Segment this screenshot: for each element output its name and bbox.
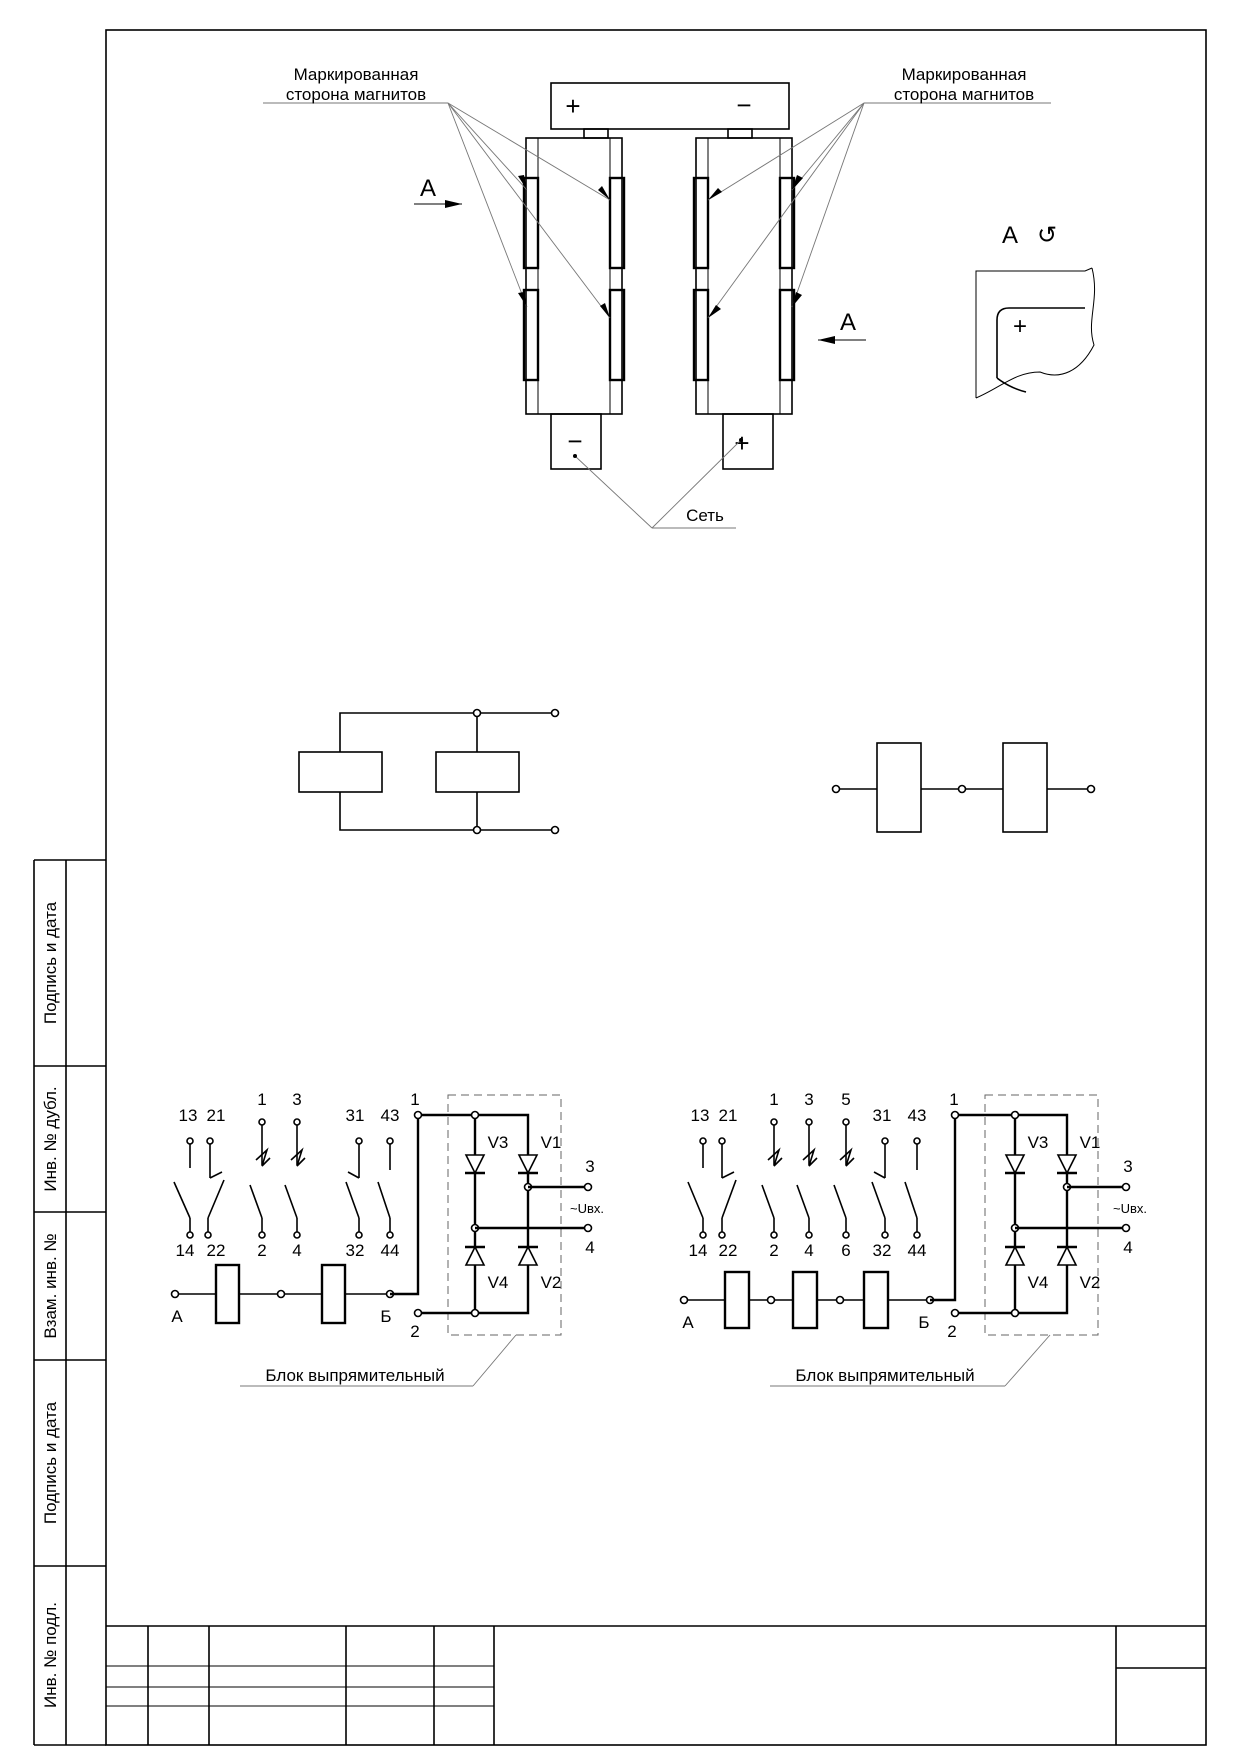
right-diode-v1: V1 [1080,1133,1101,1152]
right-contact-bottom-6: 6 [841,1241,850,1260]
view-a-detail: А ↺ + [975,222,1096,399]
left-node-4: 4 [585,1238,594,1257]
left-contact-top-3: 3 [292,1090,301,1109]
right-contact-top-1: 1 [769,1090,778,1109]
network-label: Сеть [686,506,724,525]
view-a-title: А [1002,222,1018,249]
view-a-plus-sign: + [1013,313,1027,340]
left-diode-v4: V4 [488,1273,509,1292]
left-contact-top-43: 43 [381,1106,400,1125]
right-contact-top-43: 43 [908,1106,927,1125]
left-node-2: 2 [410,1322,419,1341]
left-contact-bottom-32: 32 [346,1241,365,1260]
right-contact-bottom-32: 32 [873,1241,892,1260]
podpis-data-2-label: Подпись и дата [41,1401,60,1524]
minus-sign-bottom-left: − [567,426,582,456]
podpis-data-1-label: Подпись и дата [41,901,60,1024]
right-input-voltage: ~Uвх. [1113,1201,1147,1216]
right-rectifier-block-label: Блок выпрямительный [795,1366,974,1385]
right-terminal-a: А [682,1313,694,1332]
left-rectifier-block-label: Блок выпрямительный [265,1366,444,1385]
view-arrow-a-right-label: А [840,309,856,336]
inv-dubl-label: Инв. № дубл. [41,1086,60,1191]
right-contact-bottom-44: 44 [908,1241,927,1260]
view-a-rotation-icon: ↺ [1037,222,1057,249]
left-contact-bottom-4: 4 [292,1241,301,1260]
magnet-label-right-line1: Маркированная [902,65,1027,84]
right-contact-top-13: 13 [691,1106,710,1125]
right-diode-v4: V4 [1028,1273,1049,1292]
magnet-label-right-line2: сторона магнитов [894,85,1034,104]
left-diode-v1: V1 [541,1133,562,1152]
left-schematic: 13 21 1 3 31 43 14 22 2 4 32 [170,1090,604,1387]
sheet-frame [33,29,1207,1746]
right-contact-bottom-22: 22 [719,1241,738,1260]
right-node-3: 3 [1123,1157,1132,1176]
view-arrow-a-left-label: А [420,175,436,202]
right-contact-bottom-4: 4 [804,1241,813,1260]
left-contact-top-13: 13 [179,1106,198,1125]
vzam-inv-label: Взам. инв. № [41,1233,60,1338]
right-contact-top-21: 21 [719,1106,738,1125]
left-contact-bottom-22: 22 [207,1241,226,1260]
right-node-4: 4 [1123,1238,1132,1257]
left-contact-top-21: 21 [207,1106,226,1125]
inv-podl-label: Инв. № подл. [41,1602,60,1708]
right-contact-top-31: 31 [873,1106,892,1125]
left-node-1: 1 [410,1090,419,1109]
left-input-voltage: ~Uвх. [570,1201,604,1216]
left-terminal-b: Б [380,1307,391,1326]
left-contact-bottom-44: 44 [381,1241,400,1260]
right-node-2: 2 [947,1322,956,1341]
series-coils-diagram [831,742,1096,833]
left-diode-v2: V2 [541,1273,562,1292]
right-node-1: 1 [949,1090,958,1109]
left-contact-bottom-14: 14 [176,1241,195,1260]
left-contact-bottom-2: 2 [257,1241,266,1260]
magnet-label-left-line1: Маркированная [294,65,419,84]
parallel-coils-diagram [298,708,560,835]
right-terminal-b: Б [918,1313,929,1332]
right-diode-v3: V3 [1028,1133,1049,1152]
right-schematic: 13 21 1 3 5 31 43 14 [679,1090,1147,1387]
magnet-label-left-line2: сторона магнитов [286,85,426,104]
right-contact-bottom-14: 14 [689,1241,708,1260]
left-contact-top-1: 1 [257,1090,266,1109]
left-node-3: 3 [585,1157,594,1176]
plus-sign-bottom-right: + [734,428,749,458]
right-contact-top-5: 5 [841,1090,850,1109]
right-contact-top-3: 3 [804,1090,813,1109]
plus-sign-top-left: + [565,91,580,121]
right-contact-bottom-2: 2 [769,1241,778,1260]
side-column-labels: Подпись и дата Инв. № дубл. Взам. инв. №… [41,901,60,1708]
minus-sign-top-right: − [736,90,751,120]
left-diode-v3: V3 [488,1133,509,1152]
left-contact-top-31: 31 [346,1106,365,1125]
right-diode-v2: V2 [1080,1273,1101,1292]
left-terminal-a: А [171,1307,183,1326]
magnet-assembly: + − − + [263,82,1051,529]
